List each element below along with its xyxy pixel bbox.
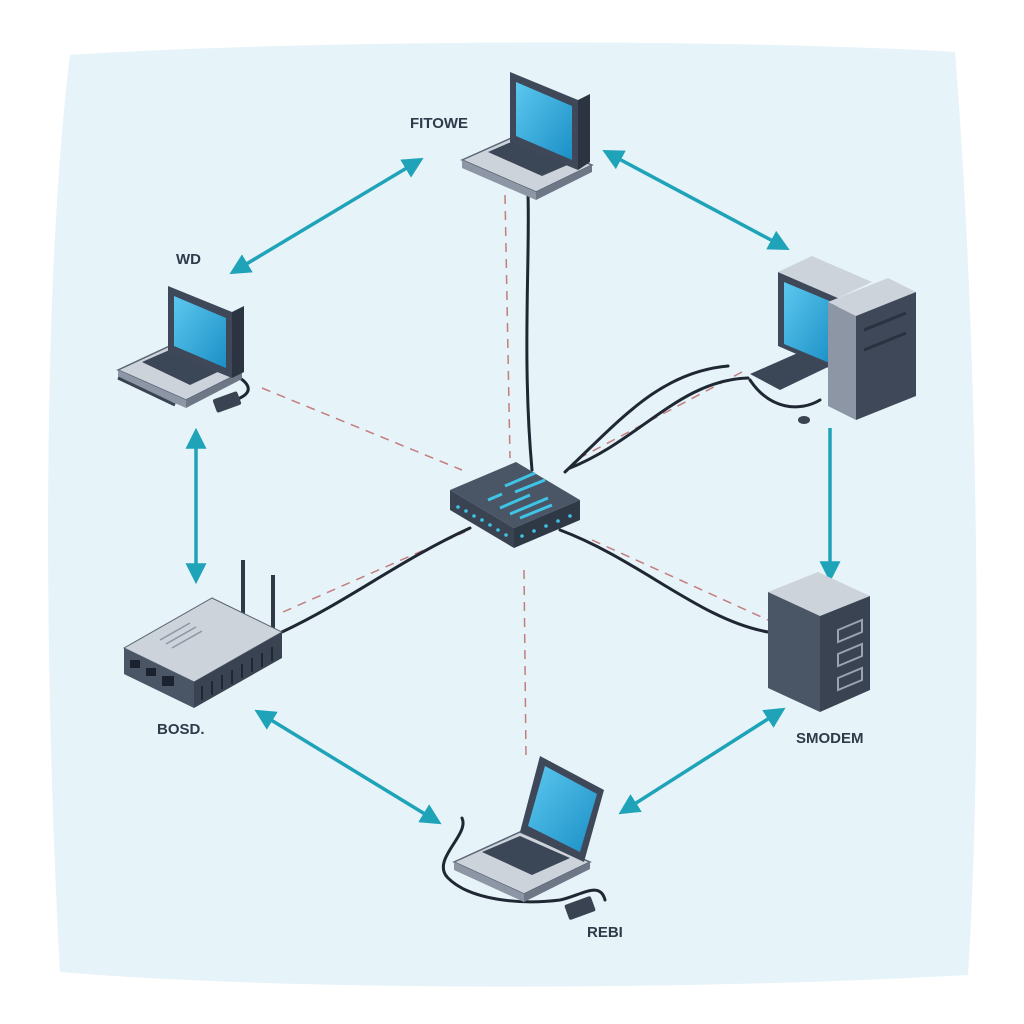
cable-top-laptop bbox=[525, 193, 534, 472]
cable-desktop bbox=[568, 376, 750, 470]
dashed-link-left-laptop bbox=[261, 387, 463, 471]
cable-desktop-2 bbox=[563, 364, 730, 474]
cable-server bbox=[558, 528, 770, 634]
cable-bottom-laptop bbox=[441, 816, 607, 904]
dashed-link-top-laptop bbox=[504, 194, 511, 459]
laptop-bottom-icon bbox=[452, 756, 604, 920]
arrows bbox=[185, 150, 841, 825]
arrow-router-to-bottom bbox=[254, 709, 442, 825]
label-bottom-laptop: REBI bbox=[587, 924, 623, 941]
label-left-laptop: WD bbox=[176, 251, 201, 268]
arrow-left-to-top bbox=[229, 157, 424, 275]
cable-desktop-mouse bbox=[748, 378, 822, 409]
label-top-laptop: FITOWE bbox=[410, 115, 468, 132]
cable-router bbox=[280, 526, 472, 634]
cables bbox=[238, 193, 822, 904]
arrow-server-to-bottom bbox=[618, 707, 786, 815]
server-icon bbox=[768, 572, 870, 712]
cable-left-laptop-adapter bbox=[238, 376, 250, 400]
dashed-link-server bbox=[591, 539, 769, 621]
label-server: SMODEM bbox=[796, 730, 864, 747]
arrow-top-to-desktop bbox=[602, 150, 790, 250]
router-icon bbox=[122, 560, 284, 708]
desktop-computer-icon bbox=[750, 256, 916, 424]
laptop-left-icon bbox=[116, 286, 244, 413]
label-router: BOSD. bbox=[157, 721, 205, 738]
network-switch-icon bbox=[450, 462, 580, 548]
laptop-top-icon bbox=[460, 72, 594, 200]
